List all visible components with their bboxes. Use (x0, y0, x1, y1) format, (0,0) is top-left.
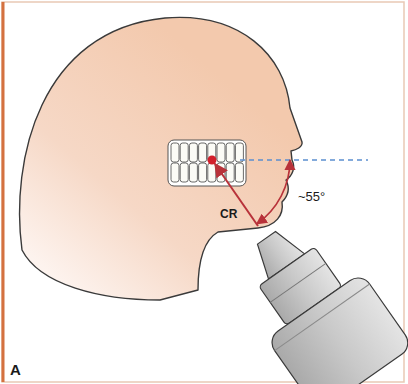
tooth (226, 143, 234, 162)
ray-label: CR (220, 208, 237, 220)
entry-point (208, 156, 217, 165)
tooth (217, 143, 225, 162)
angle-label: ~55° (298, 190, 325, 203)
tooth (180, 143, 188, 162)
teeth (171, 143, 243, 182)
tooth (171, 143, 179, 162)
frame-accent (2, 2, 5, 382)
tooth (189, 143, 197, 162)
tooth (189, 163, 197, 182)
tooth (208, 163, 216, 182)
reference-line (240, 159, 368, 160)
tooth (199, 143, 207, 162)
tooth (226, 163, 234, 182)
angle-arc (257, 160, 290, 224)
dental-arch (168, 140, 246, 186)
xray-tube (219, 205, 408, 384)
tooth (235, 163, 243, 182)
tooth (171, 163, 179, 182)
tooth (235, 143, 243, 162)
head-profile (20, 17, 303, 300)
tooth (199, 163, 207, 182)
figure-letter: A (10, 362, 21, 377)
central-ray (215, 164, 258, 226)
tooth (180, 163, 188, 182)
